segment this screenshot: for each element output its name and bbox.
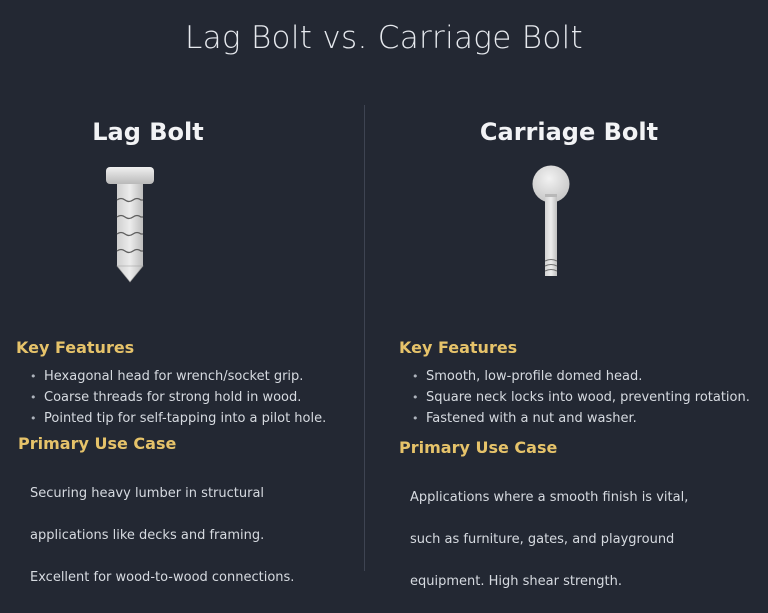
carriage-bolt-icon [532, 165, 570, 276]
use-line: Excellent for wood-to-wood connections. [30, 570, 295, 585]
lag-bolt-title: Lag Bolt [92, 118, 204, 146]
carriage-use-heading: Primary Use Case [399, 438, 558, 457]
list-item: Square neck locks into wood, preventing … [412, 387, 750, 408]
carriage-use-description: Applications where a smooth finish is vi… [410, 466, 688, 613]
lag-features-heading: Key Features [16, 338, 135, 357]
carriage-features-heading: Key Features [399, 338, 518, 357]
use-line: applications like decks and framing. [30, 528, 265, 543]
lag-bolt-icon [106, 167, 154, 283]
use-line: such as furniture, gates, and playground [410, 532, 675, 547]
list-item: Hexagonal head for wrench/socket grip. [30, 366, 326, 387]
lag-use-heading: Primary Use Case [18, 434, 177, 453]
lag-features-list: Hexagonal head for wrench/socket grip. C… [30, 366, 326, 429]
list-item: Fastened with a nut and washer. [412, 408, 750, 429]
lag-use-description: Securing heavy lumber in structural appl… [30, 462, 294, 609]
use-line: Securing heavy lumber in structural [30, 486, 265, 501]
list-item: Coarse threads for strong hold in wood. [30, 387, 326, 408]
list-item: Smooth, low-profile domed head. [412, 366, 750, 387]
column-divider [364, 105, 365, 571]
page-title: Lag Bolt vs. Carriage Bolt [185, 20, 583, 56]
carriage-features-list: Smooth, low-profile domed head. Square n… [412, 366, 750, 429]
use-line: Applications where a smooth finish is vi… [410, 490, 689, 505]
carriage-bolt-title: Carriage Bolt [479, 118, 659, 146]
list-item: Pointed tip for self-tapping into a pilo… [30, 408, 326, 429]
use-line: equipment. High shear strength. [410, 574, 622, 589]
